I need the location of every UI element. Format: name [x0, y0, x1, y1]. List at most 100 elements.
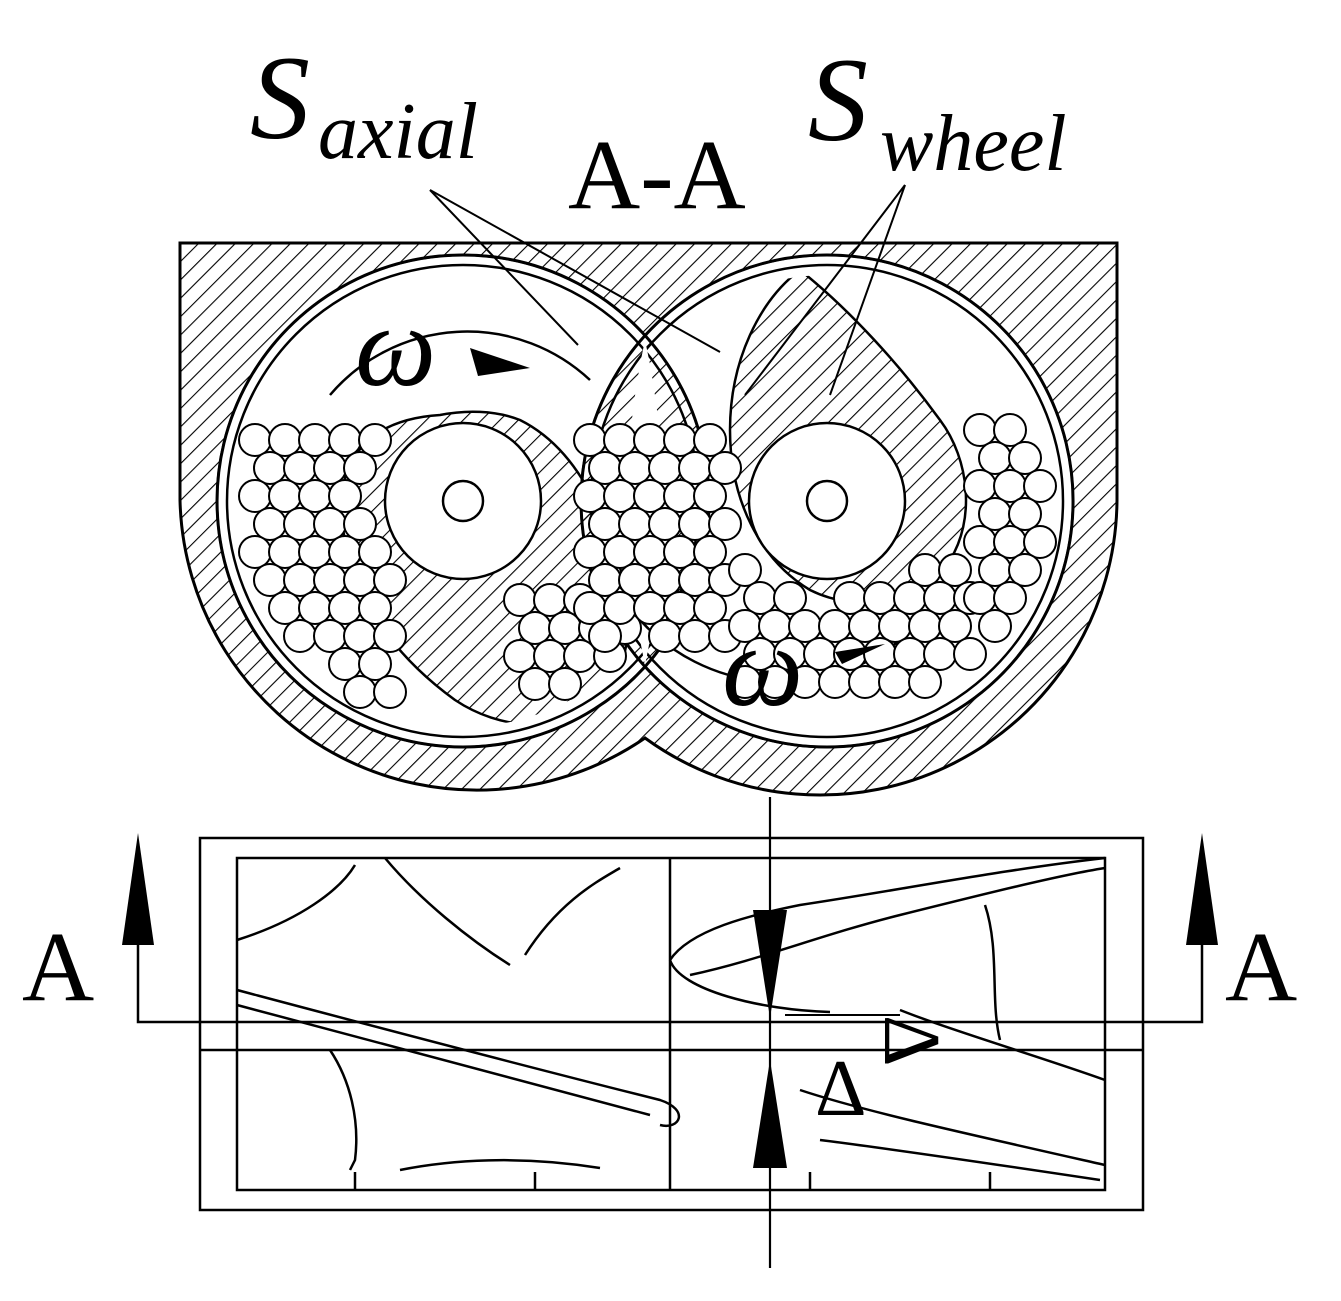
omega-top-arrow [470, 348, 530, 376]
omega-top-label: ω [355, 283, 436, 410]
pellet [358, 423, 392, 457]
pellet [618, 507, 652, 541]
pellet [253, 451, 287, 485]
pellet [993, 525, 1027, 559]
pellet [603, 423, 637, 457]
pellet [358, 647, 392, 681]
pellet [993, 469, 1027, 503]
pellet [1008, 441, 1042, 475]
pellet [663, 423, 697, 457]
section-arrow-left [122, 833, 154, 945]
pellet [548, 667, 582, 701]
pellet [373, 619, 407, 653]
pellet [313, 619, 347, 653]
pellet [908, 609, 942, 643]
pellet [603, 479, 637, 513]
pellet [848, 665, 882, 699]
pellet [283, 619, 317, 653]
pellet [268, 535, 302, 569]
pellet [573, 423, 607, 457]
pellet [693, 535, 727, 569]
pellet [893, 581, 927, 615]
pellet [533, 639, 567, 673]
pellet [803, 637, 837, 671]
pellet [313, 563, 347, 597]
pellet [1008, 553, 1042, 587]
pellet [923, 581, 957, 615]
pellet [978, 553, 1012, 587]
pellet [648, 451, 682, 485]
s-axial-symbol: S [250, 31, 310, 164]
pellet [663, 535, 697, 569]
pellet [1023, 469, 1057, 503]
pellet [818, 609, 852, 643]
pellet [253, 507, 287, 541]
pellet [678, 507, 712, 541]
pellet [238, 423, 272, 457]
pellet [238, 535, 272, 569]
pellet [503, 583, 537, 617]
pellet [978, 609, 1012, 643]
pellet [298, 423, 332, 457]
barrel-cross-section [178, 184, 1119, 797]
pellet [678, 619, 712, 653]
pellet [633, 479, 667, 513]
pellet [863, 581, 897, 615]
pellet [908, 665, 942, 699]
pellet [343, 675, 377, 709]
pellet [938, 553, 972, 587]
pellet [503, 639, 537, 673]
pellet [893, 637, 927, 671]
section-title: A-A [568, 119, 746, 230]
section-line [122, 833, 1218, 1024]
pellet [618, 563, 652, 597]
pellet [328, 423, 362, 457]
gap-arrow-lower [753, 1060, 787, 1168]
pellet [328, 591, 362, 625]
pellet [693, 591, 727, 625]
pellet [678, 563, 712, 597]
pellet [993, 581, 1027, 615]
pellet [573, 535, 607, 569]
pellet [678, 451, 712, 485]
pellet [328, 535, 362, 569]
pellet [268, 423, 302, 457]
pellet [648, 563, 682, 597]
pellet [518, 667, 552, 701]
pellet [773, 581, 807, 615]
pellet [283, 507, 317, 541]
pellet [953, 637, 987, 671]
omega-bottom-label: ω [722, 603, 803, 730]
pellet [1008, 497, 1042, 531]
pellet [648, 507, 682, 541]
pellet-particles [238, 413, 1057, 709]
pellet [963, 581, 997, 615]
pellet [373, 563, 407, 597]
pellet [963, 413, 997, 447]
right-shaft-bore [805, 479, 849, 523]
omega-bottom-arrow [835, 644, 885, 664]
gap-arrow-upper [753, 910, 787, 1018]
pellet [588, 451, 622, 485]
s-wheel-subscript: wheel [880, 100, 1067, 188]
pellet [253, 563, 287, 597]
pellet [693, 423, 727, 457]
pellet [978, 441, 1012, 475]
pellet [343, 507, 377, 541]
pellet [633, 591, 667, 625]
screw-side-view [198, 836, 1145, 1212]
pellet [633, 535, 667, 569]
pellet [573, 591, 607, 625]
pellet [358, 535, 392, 569]
pellet [818, 665, 852, 699]
left-rotation-arc [329, 330, 591, 396]
pellet [298, 479, 332, 513]
pellet [618, 451, 652, 485]
pellet [863, 637, 897, 671]
pellet [238, 479, 272, 513]
pellet [343, 451, 377, 485]
side-outer-frame [198, 836, 1145, 1212]
delta-lower-label: Δ [815, 1045, 866, 1133]
delta-upper-label: Δ [867, 1015, 955, 1066]
